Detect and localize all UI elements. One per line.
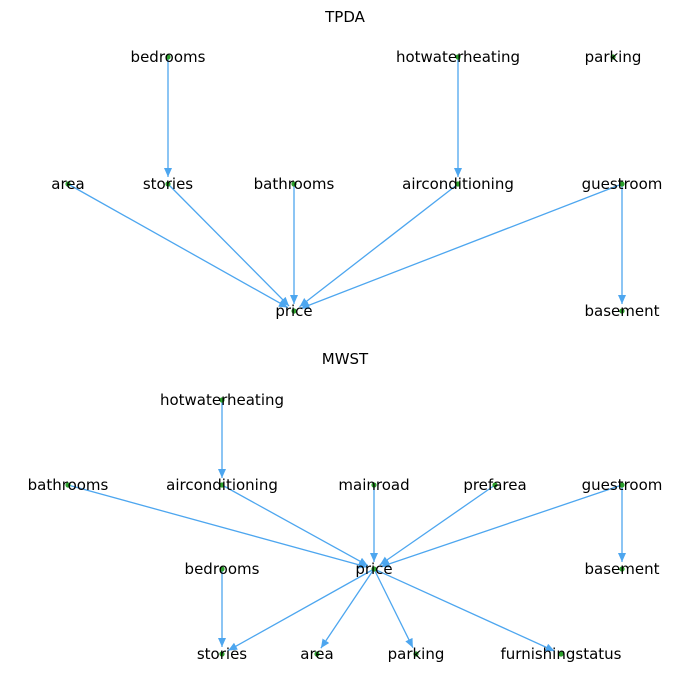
node-dot-airconditioning [219, 482, 225, 488]
node-label-price: price [355, 560, 392, 578]
panel-title: MWST [322, 350, 369, 368]
edge-bathrooms-to-price [67, 484, 368, 569]
node-label-airconditioning: airconditioning [166, 476, 278, 494]
edge-airconditioning-to-price [299, 183, 459, 308]
edge-price-to-stories [227, 568, 375, 652]
node-label-hotwaterheating: hotwaterheating [160, 391, 284, 409]
edge-airconditioning-to-price [221, 484, 369, 567]
node-dot-parking [413, 651, 419, 657]
node-label-bedrooms: bedrooms [185, 560, 260, 578]
node-label-basement: basement [585, 560, 660, 578]
node-dot-price [371, 566, 377, 572]
node-dot-hotwaterheating [219, 397, 225, 403]
node-label-stories: stories [143, 175, 193, 193]
panel-tpda: TPDA bedrooms hotwaterheating parking area s… [51, 8, 662, 320]
node-label-bathrooms: bathrooms [254, 175, 335, 193]
edge-prefarea-to-price [379, 484, 496, 566]
node-label-area: area [51, 175, 84, 193]
node-dot-stories [165, 181, 171, 187]
node-layer: bedrooms hotwaterheating parking area storie… [51, 48, 662, 320]
edge-stories-to-price [167, 183, 290, 307]
node-layer: hotwaterheating bathrooms airconditioning m… [28, 391, 663, 663]
node-label-stories: stories [197, 645, 247, 663]
edge-guestroom-to-price [300, 183, 623, 310]
node-label-area: area [300, 645, 333, 663]
node-dot-basement [619, 566, 625, 572]
node-dot-bathrooms [291, 181, 297, 187]
node-dot-bedrooms [219, 566, 225, 572]
node-label-prefarea: prefarea [463, 476, 526, 494]
node-label-guestroom: guestroom [582, 476, 663, 494]
node-dot-price [291, 308, 297, 314]
edge-guestroom-to-price [380, 484, 623, 568]
node-dot-stories [219, 651, 225, 657]
node-dot-guestroom [619, 181, 625, 187]
node-dot-area [65, 181, 71, 187]
panel-title: TPDA [324, 8, 365, 26]
node-dot-basement [619, 308, 625, 314]
node-dot-hotwaterheating [455, 54, 461, 60]
node-dot-parking [610, 54, 616, 60]
node-label-furnishingstatus: furnishingstatus [501, 645, 622, 663]
edge-area-to-price [67, 183, 289, 309]
panel-mwst: MWST hotwaterheating bathrooms airconditio… [28, 350, 663, 663]
node-dot-bedrooms [165, 54, 171, 60]
edge-layer [67, 400, 626, 652]
node-dot-furnishingstatus [558, 651, 564, 657]
node-label-price: price [275, 302, 312, 320]
node-dot-area [314, 651, 320, 657]
node-label-guestroom: guestroom [582, 175, 663, 193]
node-label-bedrooms: bedrooms [131, 48, 206, 66]
edge-layer [67, 57, 626, 310]
edge-price-to-area [320, 568, 375, 649]
node-label-bathrooms: bathrooms [28, 476, 109, 494]
node-dot-guestroom [619, 482, 625, 488]
edge-price-to-furnishingstatus [373, 568, 555, 652]
node-label-airconditioning: airconditioning [402, 175, 514, 193]
node-dot-airconditioning [455, 181, 461, 187]
node-label-parking: parking [585, 48, 642, 66]
node-dot-bathrooms [65, 482, 71, 488]
node-dot-prefarea [492, 482, 498, 488]
node-label-parking: parking [388, 645, 445, 663]
node-label-mainroad: mainroad [338, 476, 409, 494]
edge-price-to-parking [373, 568, 414, 649]
node-dot-mainroad [371, 482, 377, 488]
node-label-basement: basement [585, 302, 660, 320]
node-label-hotwaterheating: hotwaterheating [396, 48, 520, 66]
